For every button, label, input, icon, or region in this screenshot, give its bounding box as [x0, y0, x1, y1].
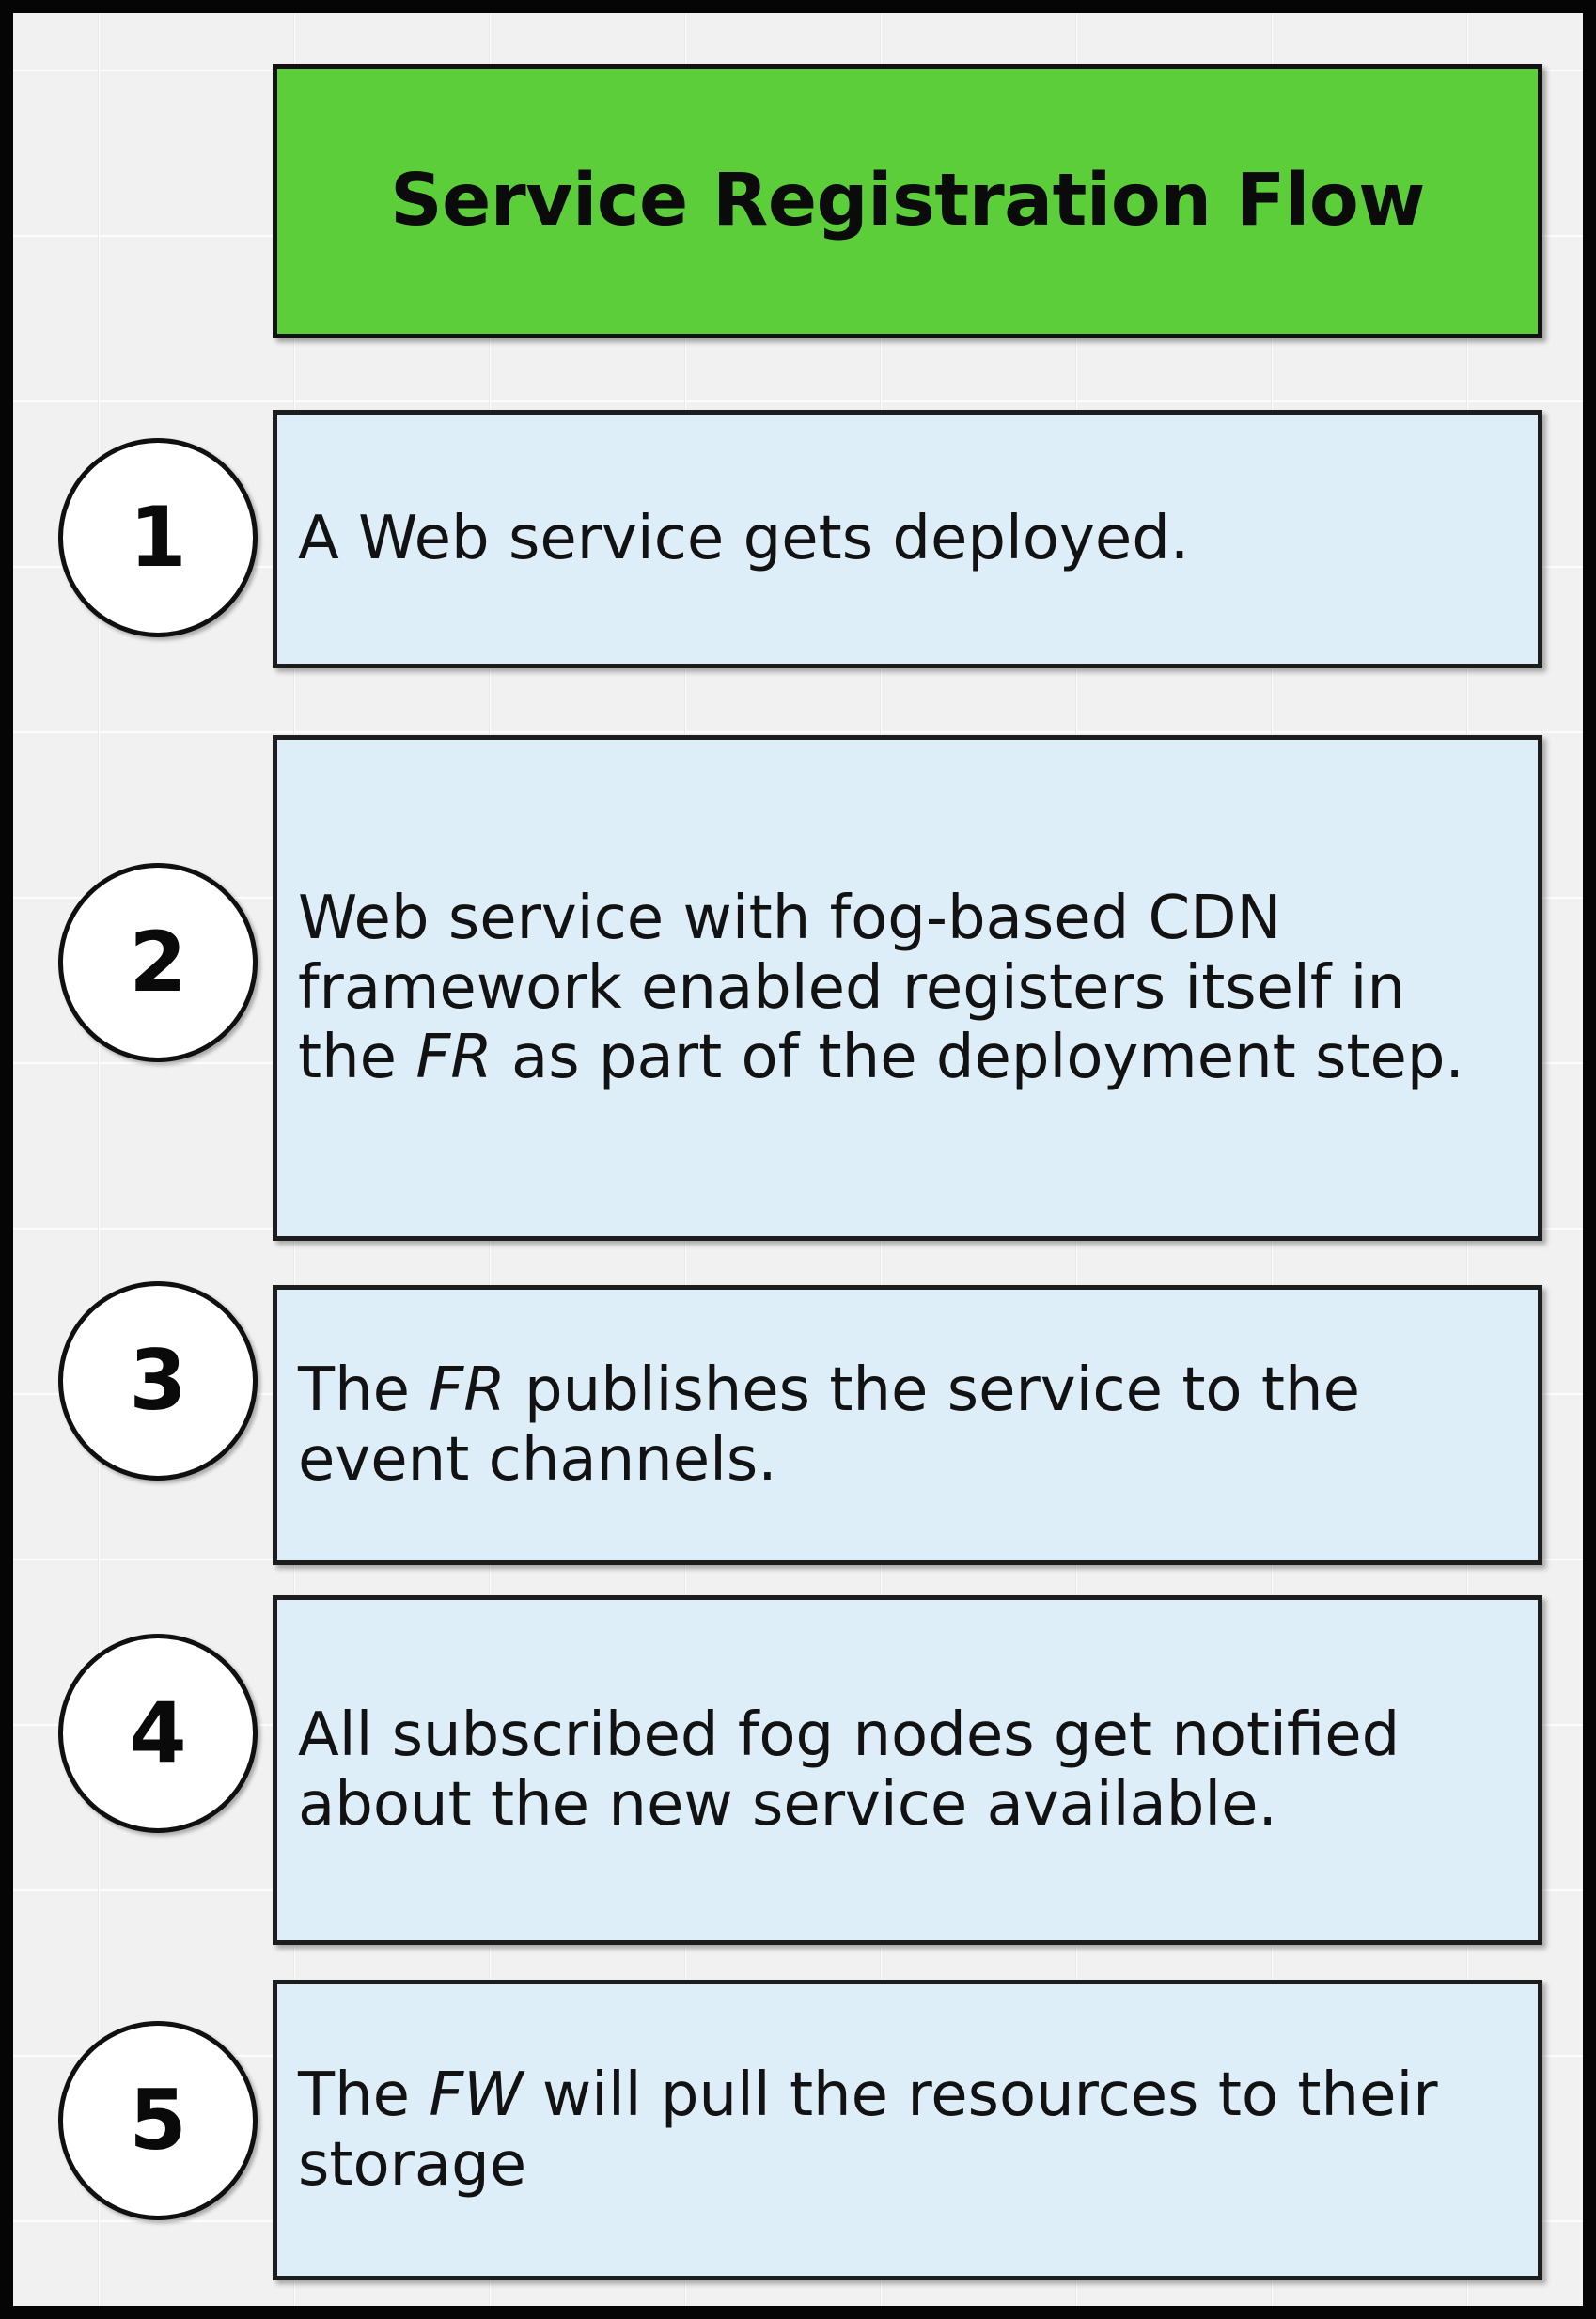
step-badge-1: 1 — [58, 438, 258, 637]
step-description-box-5: The FW will pull the resources to their … — [273, 1980, 1542, 2280]
step-description-box-4: All subscribed fog nodes get notified ab… — [273, 1595, 1542, 1945]
step-badge-4: 4 — [58, 1634, 258, 1833]
step-badge-2: 2 — [58, 863, 258, 1062]
step-description-text: A Web service gets deployed. — [298, 504, 1190, 574]
step-badge-3: 3 — [58, 1281, 258, 1481]
step-number-label: 1 — [129, 489, 187, 586]
step-number-label: 2 — [129, 914, 187, 1011]
step-description-box-3: The FR publishes the service to the even… — [273, 1285, 1542, 1565]
step-number-label: 3 — [129, 1332, 187, 1429]
step-description-text: Web service with fog-based CDN framework… — [298, 883, 1464, 1093]
step-description-box-1: A Web service gets deployed. — [273, 410, 1542, 668]
step-description-text: The FR publishes the service to the even… — [298, 1355, 1360, 1495]
step-number-label: 4 — [129, 1684, 187, 1781]
diagram-header: Service Registration Flow — [273, 64, 1542, 338]
page-title: Service Registration Flow — [390, 158, 1425, 243]
step-badge-5: 5 — [58, 2021, 258, 2220]
step-number-label: 5 — [129, 2072, 187, 2169]
step-description-text: All subscribed fog nodes get notified ab… — [298, 1700, 1400, 1840]
step-description-box-2: Web service with fog-based CDN framework… — [273, 735, 1542, 1241]
step-description-text: The FW will pull the resources to their … — [298, 2060, 1438, 2200]
